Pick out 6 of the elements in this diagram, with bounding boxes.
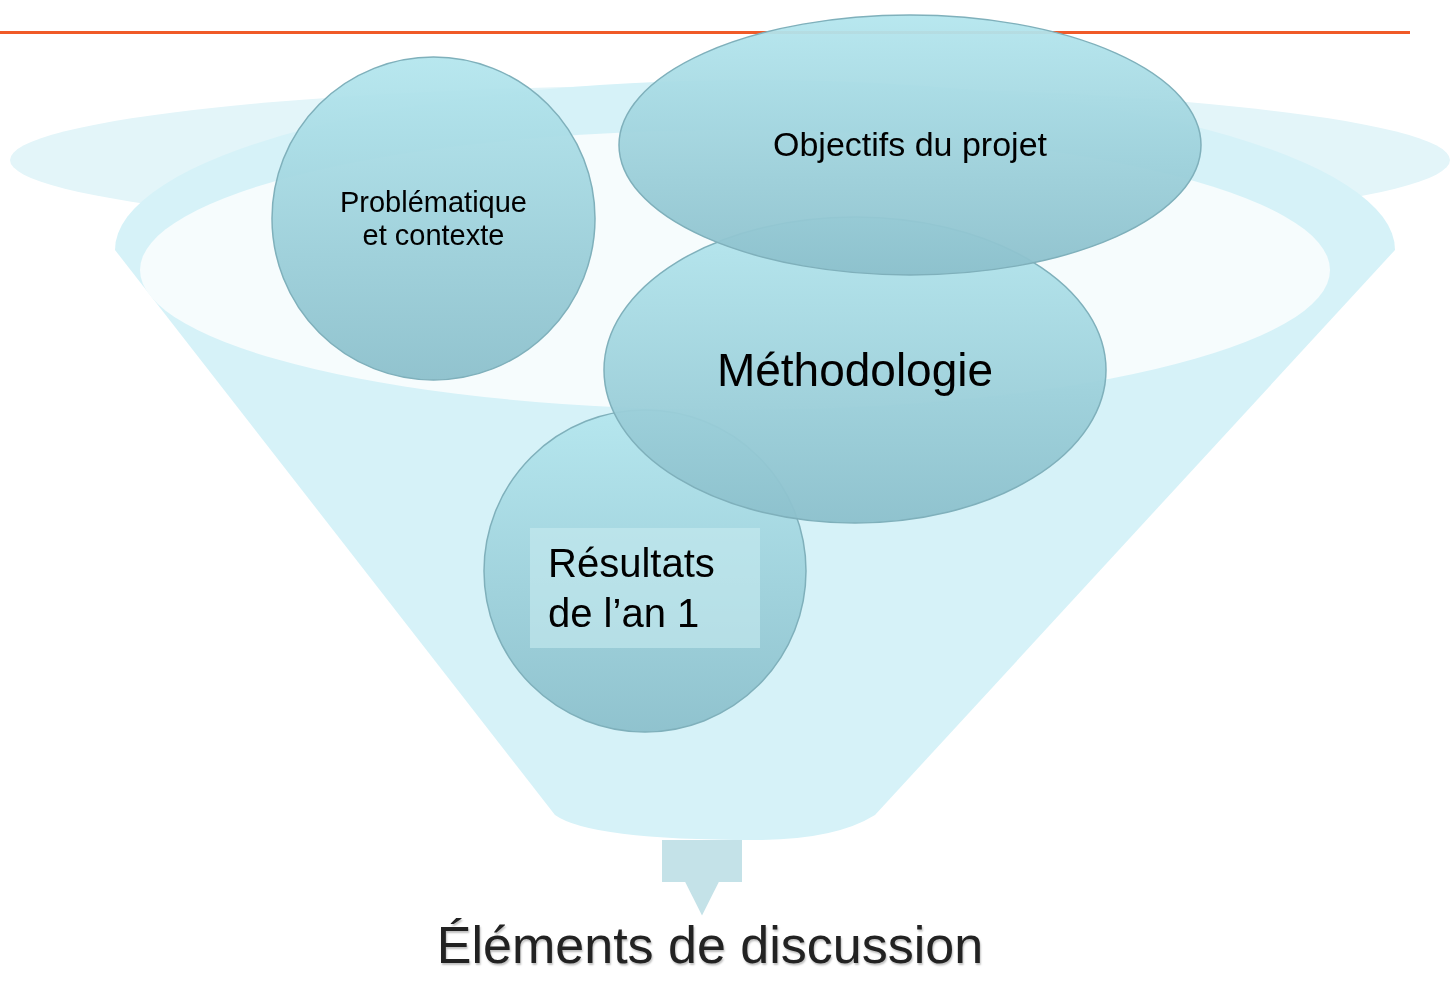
outcome-heading: Éléments de discussion bbox=[435, 916, 985, 976]
topic-label: Résultats de l’an 1 bbox=[530, 528, 760, 648]
topic-label: Méthodologie bbox=[715, 343, 995, 397]
topic-label: Objectifs du projet bbox=[771, 125, 1048, 165]
topic-label: Problématique et contexte bbox=[339, 185, 528, 252]
block-arrow bbox=[662, 840, 742, 916]
